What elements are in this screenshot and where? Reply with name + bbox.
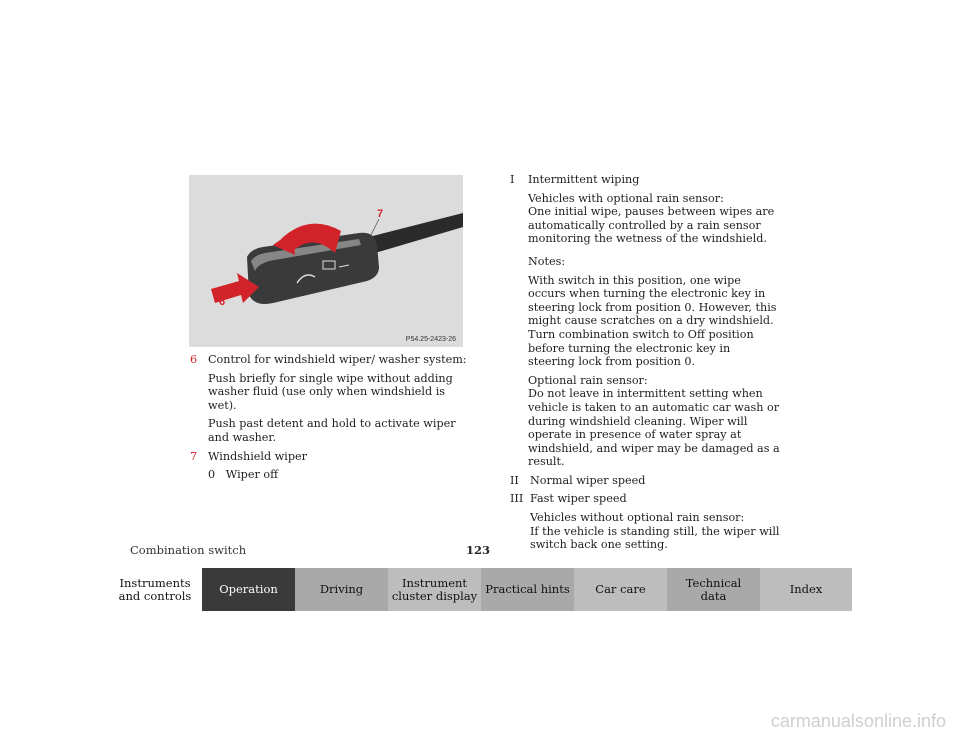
item-7: 7 Windshield wiper 0 Wiper off: [190, 450, 470, 482]
tab-driving[interactable]: Driving: [295, 568, 388, 611]
setting-III-para: Vehicles without optional rain sensor: I…: [530, 511, 780, 552]
tab-label: Practical hints: [485, 582, 570, 596]
tab-car-care[interactable]: Car care: [574, 568, 667, 611]
position-0-key: 0: [208, 468, 216, 482]
stalk-shaft: [369, 213, 463, 253]
tick-mark: [338, 264, 350, 268]
tab-label: Instruments: [119, 575, 191, 590]
tab-label: Technical: [685, 575, 742, 590]
setting-III-title: Fast wiper speed: [530, 492, 627, 506]
setting-I-para-3: Optional rain sensor: Do not leave in in…: [528, 374, 780, 469]
setting-III-key: III: [510, 492, 524, 506]
setting-I: I Intermittent wiping Vehicles with opti…: [510, 173, 780, 469]
setting-I-title: Intermittent wiping: [528, 173, 640, 186]
tab-practical-hints[interactable]: Practical hints: [481, 568, 574, 611]
callout-6: 6: [219, 296, 225, 308]
setting-I-para-1b: One initial wipe, pauses between wipes a…: [528, 205, 775, 246]
setting-III-para-a: Vehicles without optional rain sensor:: [530, 511, 745, 525]
combination-switch-drawing: 7 6: [211, 208, 463, 308]
setting-II-key: II: [510, 473, 519, 487]
item-7-number: 7: [190, 449, 198, 463]
tab-label: Index: [789, 582, 823, 596]
tab-label-line2: and controls: [118, 588, 192, 603]
setting-I-para-3a: Optional rain sensor:: [528, 373, 648, 387]
tab-label: Instrument: [401, 575, 468, 590]
wiper-symbol-box: [322, 260, 336, 270]
position-0-text: Wiper off: [225, 468, 279, 482]
rotate-arrow-7-head: [273, 231, 295, 255]
wiper-switch-illustration: 7 6 P54.25-2423-26: [189, 175, 463, 347]
item-6: 6 Control for windshield wiper/ washer s…: [190, 353, 470, 445]
setting-I-para-1a: Vehicles with optional rain sensor:: [528, 191, 724, 205]
push-arrow-6: [211, 273, 259, 303]
callout-7: 7: [377, 208, 383, 220]
wiper-icon: [296, 274, 316, 284]
setting-III-para-b: If the vehicle is standing still, the wi…: [530, 524, 780, 552]
tab-index[interactable]: Index: [760, 568, 852, 611]
tab-label: Car care: [595, 582, 646, 596]
setting-III: III Fast wiper speed Vehicles without op…: [510, 492, 780, 551]
tab-operation[interactable]: Operation: [202, 568, 295, 611]
setting-I-para-3b: Do not leave in intermittent setting whe…: [528, 387, 780, 469]
setting-II: II Normal wiper speed: [510, 474, 780, 488]
tab-label-line2: data: [700, 588, 727, 603]
rotate-arrow-7: [281, 223, 341, 253]
callout-line-7: [370, 218, 380, 236]
tab-label-line2: cluster display: [391, 588, 478, 603]
watermark: carmanualsonline.info: [770, 711, 946, 731]
notes-heading: Notes:: [528, 254, 566, 268]
setting-I-para-1: Vehicles with optional rain sensor: One …: [528, 192, 780, 246]
tab-label: Driving: [319, 582, 364, 596]
right-column: I Intermittent wiping Vehicles with opti…: [510, 173, 780, 557]
figure-code: P54.25-2423-26: [405, 336, 456, 343]
item-6-number: 6: [190, 353, 198, 366]
page-number: 123: [466, 543, 491, 557]
switch-body: [247, 232, 379, 304]
setting-II-title: Normal wiper speed: [530, 473, 646, 487]
position-0: 0 Wiper off: [208, 468, 470, 482]
tab-label: Operation: [219, 582, 278, 596]
item-6-para-1: Push briefly for single wipe without add…: [208, 371, 453, 412]
item-7-title: Windshield wiper: [208, 449, 307, 463]
left-column: 6 Control for windshield wiper/ washer s…: [190, 353, 470, 487]
item-6-para-2: Push past detent and hold to activate wi…: [208, 417, 456, 444]
setting-I-key: I: [510, 173, 515, 186]
setting-I-para-2: With switch in this position, one wipe o…: [528, 273, 777, 369]
section-title: Combination switch: [130, 543, 247, 557]
item-6-title: Control for windshield wiper/ washer sys…: [208, 353, 467, 366]
